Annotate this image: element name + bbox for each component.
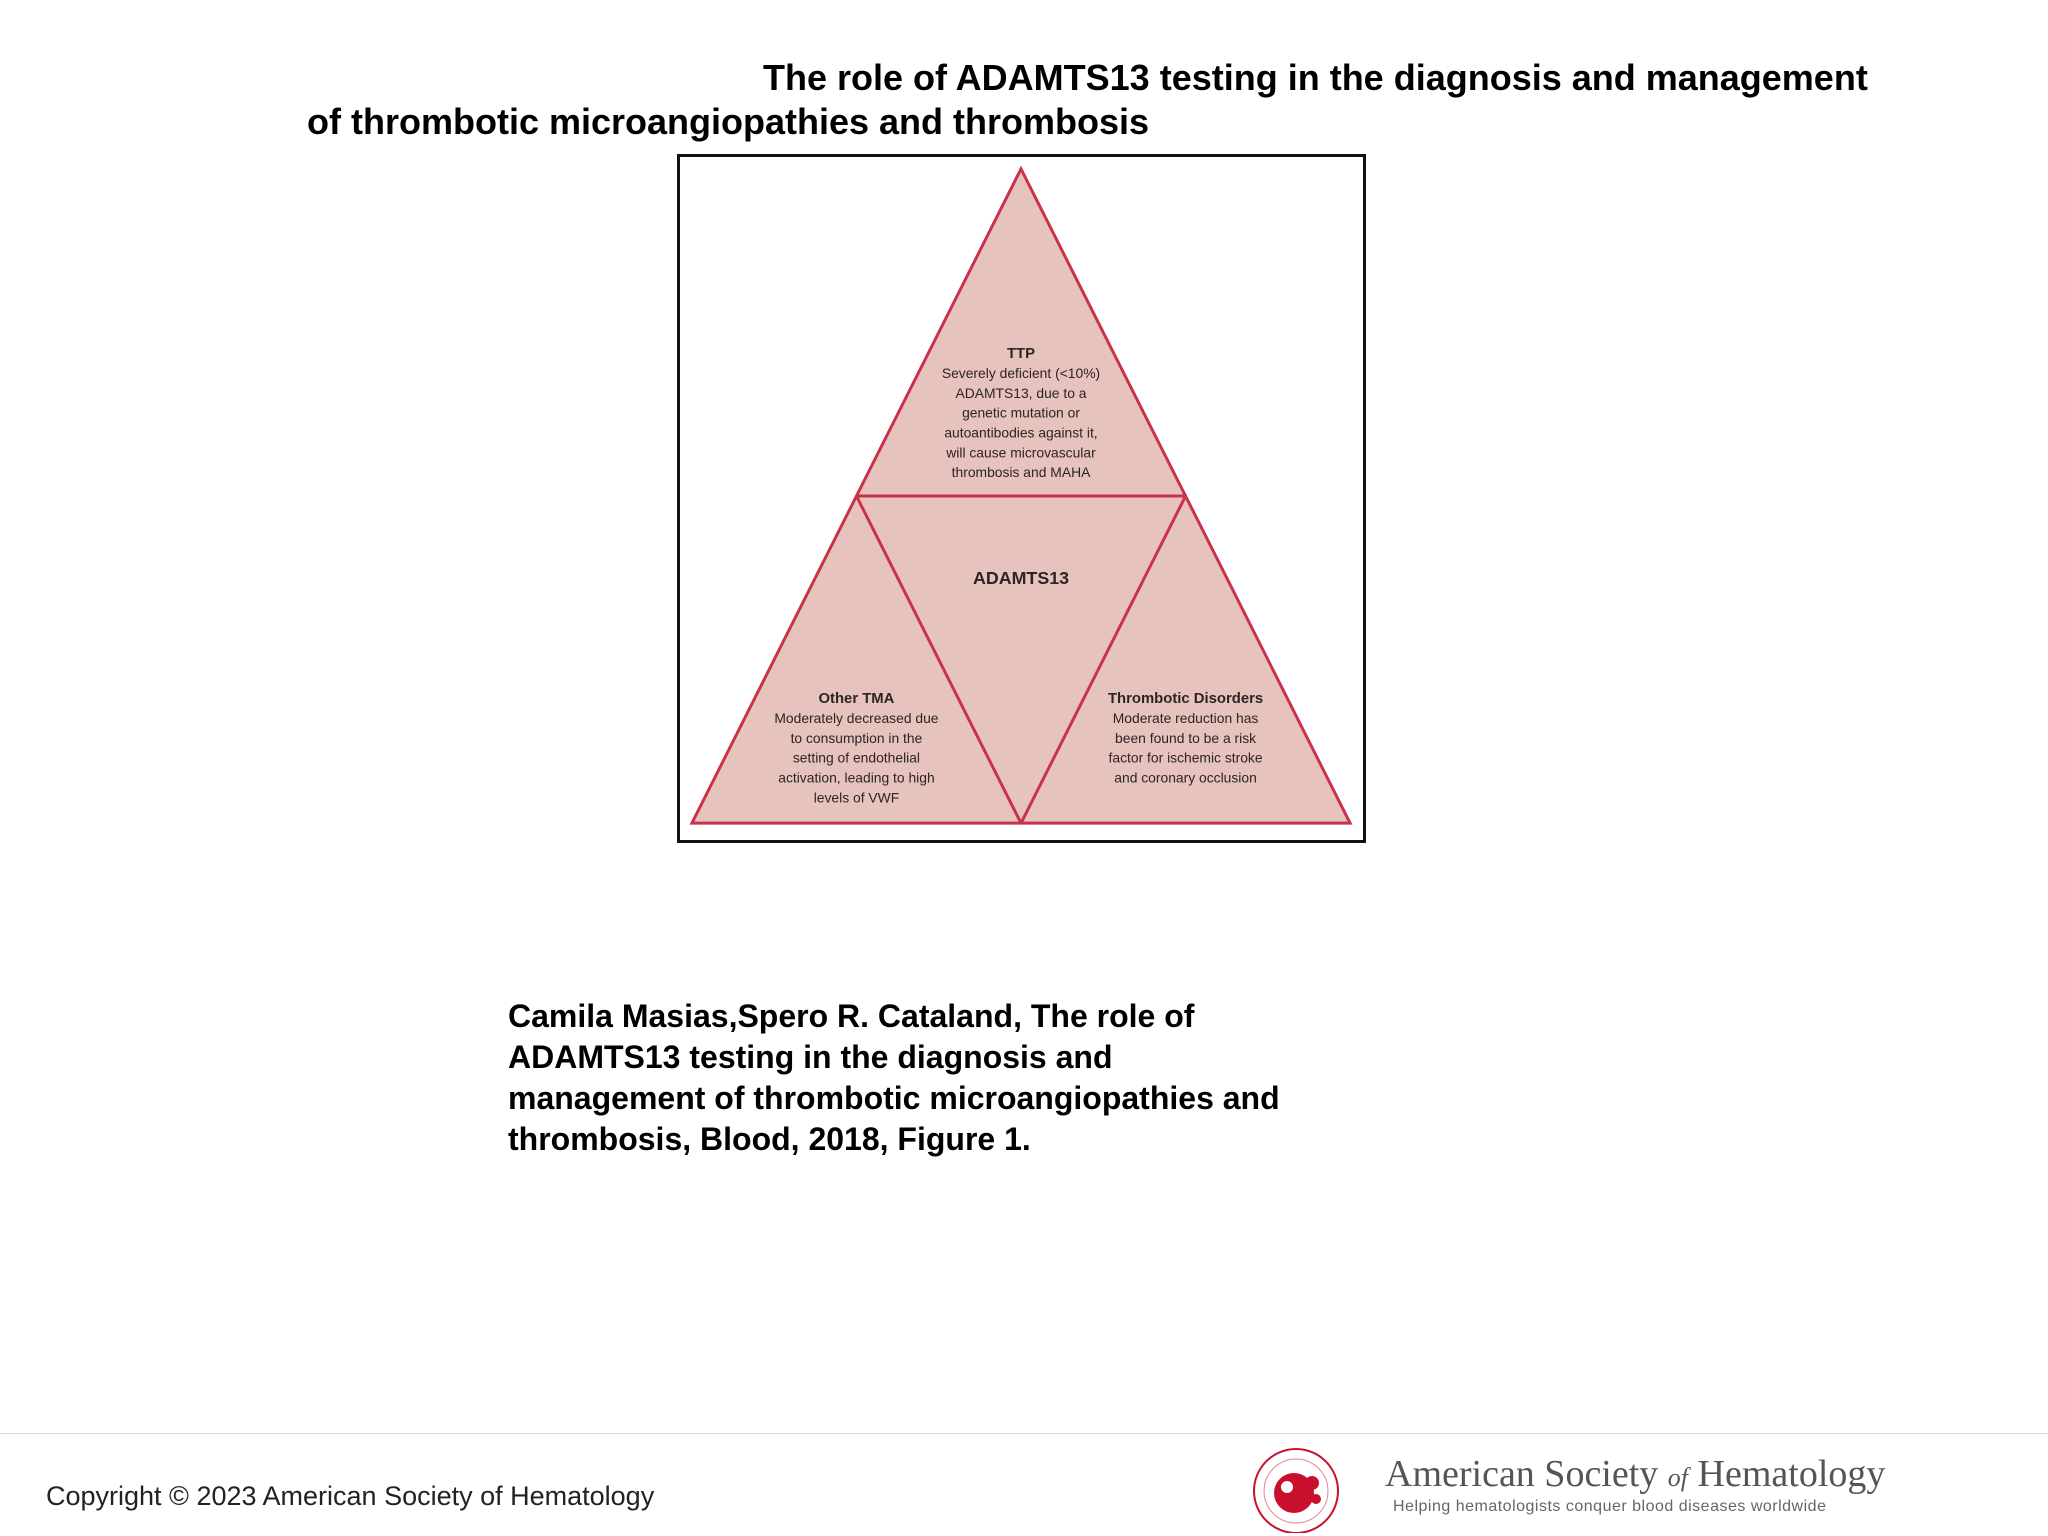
thrombotic-disorders-heading: Thrombotic Disorders xyxy=(1108,691,1263,707)
thrombotic-disorders-line-1: Moderate reduction has xyxy=(1113,710,1259,726)
left-inner-line xyxy=(855,495,1023,824)
slide-title: The role of ADAMTS13 testing in the diag… xyxy=(307,56,1907,144)
ttp-line-2: ADAMTS13, due to a xyxy=(956,385,1087,401)
ttp-line-4: autoantibodies against it, xyxy=(944,425,1097,441)
thrombotic-disorders-line-2: been found to be a risk xyxy=(1115,730,1256,746)
ash-logo-name: American Society of Hematology xyxy=(1385,1452,1885,1496)
ash-logo-mark xyxy=(1253,1448,1339,1533)
copyright-notice: Copyright © 2023 American Society of Hem… xyxy=(46,1481,655,1511)
ash-logo-name-part-1: American Society xyxy=(1385,1453,1659,1495)
citation-line-4: thrombosis, Blood, 2018, Figure 1. xyxy=(508,1121,1031,1157)
ttp-line-6: thrombosis and MAHA xyxy=(952,464,1091,480)
ttp-line-1: Severely deficient (<10%) xyxy=(942,365,1100,381)
adamts13-triangle-figure: TTP Severely deficient (<10%) ADAMTS13, … xyxy=(677,154,1366,843)
ttp-line-5: will cause microvascular xyxy=(945,444,1096,460)
other-tma-line-3: setting of endothelial xyxy=(793,750,920,766)
ash-logo-name-of: of xyxy=(1667,1463,1689,1492)
figure-citation: Camila Masias,Spero R. Cataland, The rol… xyxy=(508,996,1408,1160)
other-tma-line-5: levels of VWF xyxy=(814,789,899,805)
citation-line-1: Camila Masias,Spero R. Cataland, The rol… xyxy=(508,998,1195,1034)
center-adamts13-label: ADAMTS13 xyxy=(973,568,1069,588)
ash-logo-tagline: Helping hematologists conquer blood dise… xyxy=(1393,1498,1827,1515)
ash-logo-name-part-2: Hematology xyxy=(1697,1453,1886,1495)
other-tma-line-4: activation, leading to high xyxy=(778,770,934,786)
ttp-heading: TTP xyxy=(1007,346,1035,362)
other-tma-line-2: to consumption in the xyxy=(791,730,923,746)
thrombotic-disorders-line-4: and coronary occlusion xyxy=(1114,770,1257,786)
ttp-line-3: genetic mutation or xyxy=(962,405,1080,421)
right-inner-line xyxy=(1019,495,1187,824)
triangle-diagram: TTP Severely deficient (<10%) ADAMTS13, … xyxy=(689,165,1353,825)
slide-title-line-2: of thrombotic microangiopathies and thro… xyxy=(307,101,1150,142)
other-tma-heading: Other TMA xyxy=(818,691,894,707)
citation-line-2: ADAMTS13 testing in the diagnosis and xyxy=(508,1039,1113,1075)
footer-divider xyxy=(0,1433,2048,1434)
thrombotic-disorders-line-3: factor for ischemic stroke xyxy=(1109,750,1263,766)
citation-line-3: management of thrombotic microangiopathi… xyxy=(508,1080,1280,1116)
slide-title-line-1: The role of ADAMTS13 testing in the diag… xyxy=(763,57,1868,98)
other-tma-line-1: Moderately decreased due xyxy=(774,710,938,726)
